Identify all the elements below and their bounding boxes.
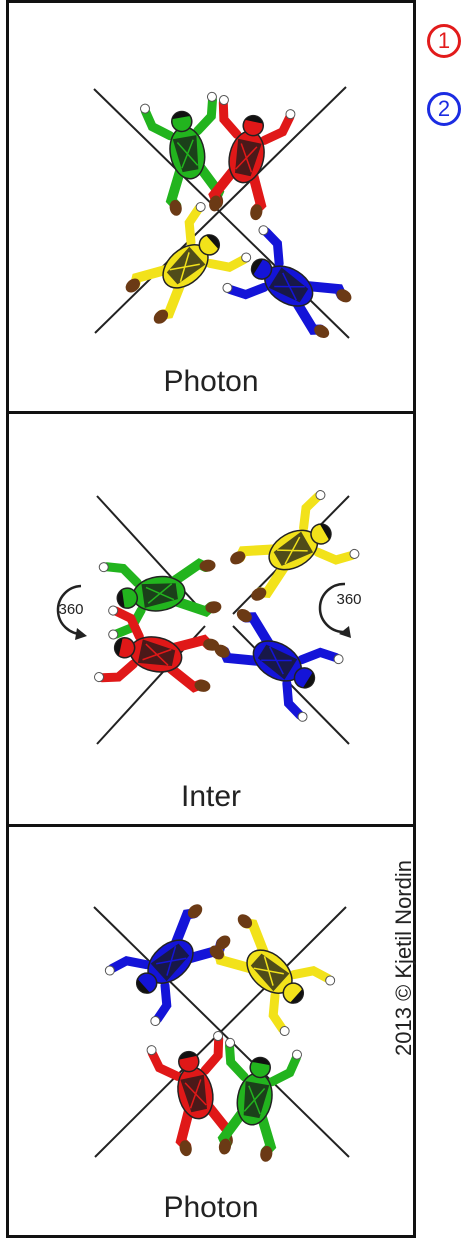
rotation-label-right: 360: [336, 591, 361, 608]
skydiver-blue: [205, 595, 346, 724]
panel-photon-bottom: Photon: [6, 824, 416, 1238]
diagonal-line: [94, 86, 347, 334]
rotation-arrow-right-icon: [318, 582, 351, 638]
skydiver-green: [97, 546, 225, 641]
formation-diagram-3: [93, 892, 350, 1166]
copyright-text: 2013 © Kjetil Nordin: [391, 860, 416, 1056]
panel-inter: 360 360 Inter: [6, 411, 416, 827]
formation-diagram-2: 360 360: [56, 488, 362, 745]
rotation-arrow-left-icon: [56, 584, 87, 640]
rotation-label-left: 360: [58, 601, 83, 618]
skydiver-yellow: [114, 199, 254, 336]
formation-diagram-1: [93, 86, 361, 352]
panel-photon-top: Photon: [6, 0, 416, 414]
panel-caption: Inter: [180, 780, 242, 813]
skydiver-blue: [220, 223, 361, 352]
panel-caption: Photon: [163, 1191, 259, 1224]
legend-badge-1: 1: [427, 24, 461, 58]
panel-caption: Photon: [163, 365, 259, 398]
diagonal-line: [96, 495, 206, 615]
legend-badge-2: 2: [427, 92, 461, 126]
skydiver-yellow: [198, 902, 338, 1039]
skydiver-red: [92, 604, 224, 706]
